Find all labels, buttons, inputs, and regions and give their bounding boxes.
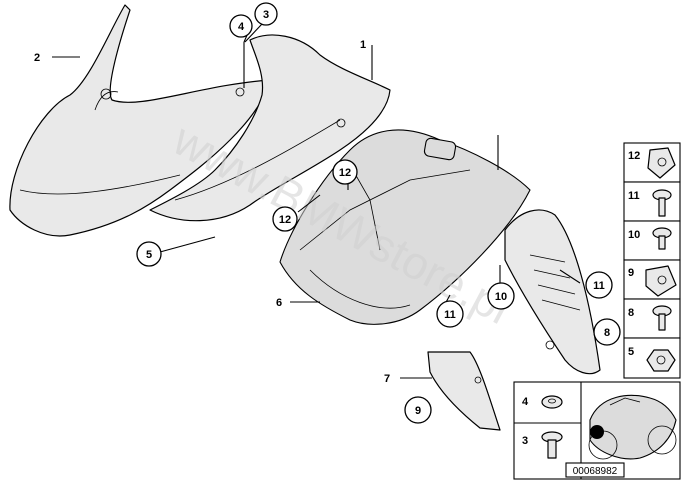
hex-nut-icon (646, 349, 676, 372)
svg-text:4: 4 (238, 21, 245, 33)
callout-7: 7 (384, 373, 390, 385)
svg-text:5: 5 (146, 249, 152, 261)
bolt-icon (541, 431, 563, 459)
washer-icon (541, 395, 563, 409)
fairing-part-2 (9, 4, 271, 237)
callout-9: 9 (404, 396, 432, 424)
callout-1: 1 (360, 39, 366, 51)
svg-text:11: 11 (593, 280, 605, 292)
legend-label-5: 5 (628, 346, 634, 358)
callout-12-lower: 12 (272, 206, 298, 232)
callout-3: 3 (254, 2, 278, 26)
motorcycle-locator-icon (588, 394, 677, 460)
louvered-piece-part-8 (504, 209, 601, 375)
callout-12-upper: 12 (332, 159, 358, 185)
svg-text:12: 12 (279, 214, 291, 226)
image-code: 00068982 (573, 466, 618, 477)
svg-text:12: 12 (339, 167, 351, 179)
clip-nut-icon-9 (645, 265, 677, 297)
screw-short-icon (652, 227, 672, 250)
legend-bottom: 4 3 00068982 (513, 381, 681, 480)
legend-label-12: 12 (628, 150, 640, 162)
legend-label-9: 9 (628, 267, 634, 279)
legend-label-10: 10 (628, 229, 640, 241)
legend-label-3: 3 (522, 435, 528, 447)
svg-text:11: 11 (444, 309, 456, 321)
callout-6: 6 (276, 297, 282, 309)
screw-icon-8 (652, 305, 672, 331)
legend-label-11: 11 (628, 190, 640, 202)
small-plate-part-9 (427, 351, 501, 431)
legend-label-4: 4 (522, 396, 529, 408)
callout-2: 2 (34, 52, 40, 64)
leader-lines (52, 23, 581, 379)
svg-text:10: 10 (495, 291, 507, 303)
svg-text:8: 8 (604, 327, 610, 339)
callout-5: 5 (136, 241, 162, 267)
callout-8: 8 (593, 318, 621, 346)
callout-11-right: 11 (585, 271, 613, 299)
legend-right: 12 11 10 9 8 5 (623, 142, 681, 379)
legend-label-8: 8 (628, 307, 634, 319)
callout-4: 4 (229, 14, 253, 38)
clip-nut-icon (647, 147, 676, 179)
side-cover-part-1 (149, 34, 391, 222)
callout-11-center: 11 (436, 300, 464, 328)
callout-10: 10 (487, 282, 515, 310)
svg-text:9: 9 (415, 405, 421, 417)
screw-icon (652, 189, 672, 217)
svg-text:3: 3 (263, 9, 269, 21)
